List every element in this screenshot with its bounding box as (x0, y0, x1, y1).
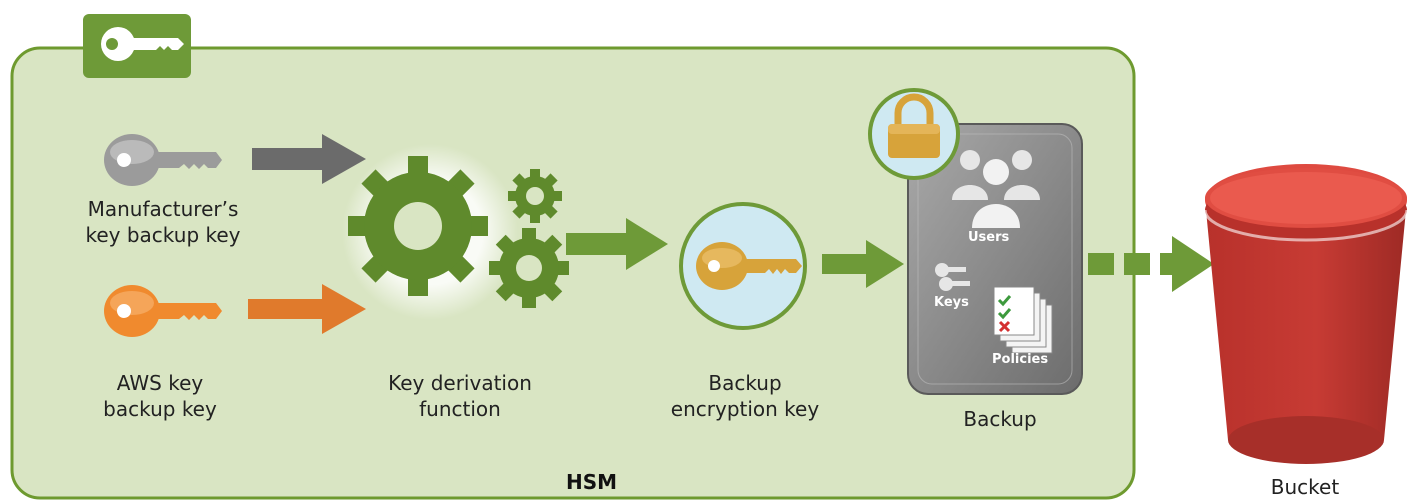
arrow-green-2 (822, 240, 904, 288)
backup-label: Backup (940, 406, 1060, 432)
backup-encryption-key-icon (679, 202, 807, 330)
hsm-label: HSM (566, 470, 618, 494)
backup-key-label: Backup encryption key (650, 370, 840, 422)
gear-icon (342, 144, 569, 320)
arrow-gray (252, 134, 366, 184)
kdf-label-line2: function (419, 397, 501, 421)
backup-label-text: Backup (963, 407, 1037, 431)
aws-key-icon (104, 285, 222, 337)
manufacturer-key-icon (104, 134, 222, 186)
kdf-label-line1: Key derivation (388, 371, 532, 395)
manufacturer-key-label-line2: key backup key (85, 223, 241, 247)
keys-label: Keys (934, 295, 969, 310)
arrow-orange (248, 284, 366, 334)
aws-key-label-line2: backup key (103, 397, 217, 421)
kdf-label: Key derivation function (350, 370, 570, 422)
backup-key-label-line1: Backup (708, 371, 782, 395)
backup-key-label-line2: encryption key (670, 397, 820, 421)
policies-label: Policies (992, 352, 1049, 367)
users-label: Users (968, 230, 1010, 245)
policies-icon (993, 286, 1053, 354)
bucket-label: Bucket (1270, 475, 1340, 499)
arrow-dashed (1088, 236, 1214, 292)
manufacturer-key-label-line1: Manufacturer’s (87, 197, 239, 221)
users-icon (952, 150, 1040, 228)
keys-icon (935, 263, 970, 291)
manufacturer-key-label: Manufacturer’s key backup key (48, 196, 278, 248)
aws-key-label: AWS key backup key (70, 370, 250, 422)
aws-key-label-line1: AWS key (116, 371, 204, 395)
arrow-green-1 (566, 218, 668, 270)
lock-icon (868, 88, 960, 180)
hsm-key-badge-icon (83, 14, 191, 78)
bucket-icon (1203, 164, 1409, 464)
